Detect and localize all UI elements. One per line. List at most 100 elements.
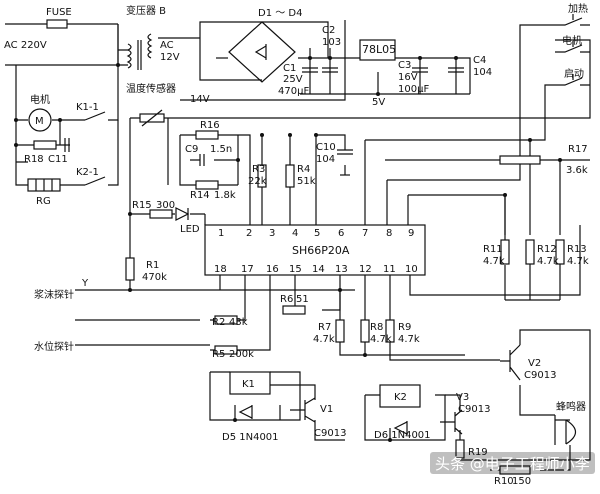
r14-label: R14: [190, 190, 210, 201]
mains-label: AC 220V: [4, 40, 47, 51]
r18-label: R18: [24, 154, 44, 165]
c2-name-label: C2: [322, 25, 335, 36]
r3-resistor: [257, 164, 267, 188]
c1-name-label: C1: [283, 63, 296, 74]
foam-probe-label: 浆沫探针: [34, 288, 74, 301]
ic-pin-top: 5: [314, 228, 320, 239]
temp-sensor-label: 温度传感器: [126, 82, 176, 95]
r4-val-label: 51k: [297, 176, 316, 187]
r12-val-label: 4.7k: [537, 256, 559, 267]
c3-val1-label: 16V: [398, 72, 418, 83]
r11-resistor: [500, 239, 510, 265]
r17-val-label: 3.6k: [566, 165, 588, 176]
r5-val-label: 200k: [229, 349, 254, 360]
r18-resistor: [33, 140, 57, 150]
r15-resistor: [149, 209, 173, 219]
v1-label: V1: [320, 404, 333, 415]
r4-label: R4: [297, 164, 310, 175]
r14-resistor: [195, 180, 219, 190]
start-switch-label: 启动: [564, 67, 584, 80]
watermark: 头条 @电子工程师小李: [430, 452, 595, 474]
v1-type-label: C9013: [314, 428, 346, 439]
v14-label: 14V: [190, 94, 210, 105]
ac-out-label-2: 12V: [160, 52, 180, 63]
d6-label: D6 1N4001: [374, 430, 431, 441]
c1-val1-label: 25V: [283, 74, 303, 85]
c9-val-label: 1.5n: [210, 144, 232, 155]
r5-label: R5: [212, 349, 225, 360]
v3-transistor: [440, 409, 463, 435]
v2-type-label: C9013: [524, 370, 556, 381]
k1-label: K1: [242, 379, 255, 390]
ic-pin-top: 8: [386, 228, 392, 239]
c11-label: C11: [48, 154, 68, 165]
bridge-rectifier-symbol: [228, 21, 296, 83]
r9-resistor: [385, 319, 395, 343]
r11-label: R11: [483, 244, 503, 255]
r2-resistor: [214, 315, 238, 325]
r13-label: R13: [567, 244, 587, 255]
r19-label: R19: [468, 447, 488, 458]
ic-pin-bottom: 16: [266, 264, 279, 275]
r16-resistor: [195, 130, 219, 140]
c9-label: C9: [185, 144, 198, 155]
regulator-label: 78L05: [362, 43, 396, 56]
r7-resistor: [335, 319, 345, 343]
motor-symbol-label: M: [35, 116, 44, 127]
c9-capacitor: [199, 154, 205, 166]
k2-1-label: K2-1: [76, 167, 99, 178]
c4-name-label: C4: [473, 55, 486, 66]
ic-pins-bottom: 18 17 16 15 14 13 12 11 10: [214, 264, 418, 275]
r3-val-label: 22k: [248, 176, 267, 187]
r15-label: R15: [132, 200, 152, 211]
k2-relay-coil: [379, 384, 421, 408]
rg-label: RG: [36, 196, 51, 207]
r1-resistor: [125, 257, 135, 281]
r3-label: R3: [252, 164, 265, 175]
r7-val-label: 4.7k: [313, 334, 335, 345]
r17-label: R17: [568, 144, 588, 155]
fuse-label: FUSE: [46, 7, 72, 18]
r2-val-label: 43k: [229, 317, 248, 328]
r4-resistor: [285, 164, 295, 188]
capacitors-power: [302, 67, 464, 73]
ic-pin-bottom: 15: [289, 264, 302, 275]
c3-name-label: C3: [398, 60, 411, 71]
ic-pin-bottom: 14: [312, 264, 325, 275]
v3-label: V3: [456, 392, 469, 403]
r16-label: R16: [200, 120, 220, 131]
r5-resistor: [214, 345, 238, 355]
d5-diode: [238, 405, 253, 419]
r13-val-label: 4.7k: [567, 256, 589, 267]
ic-pin-bottom: 12: [359, 264, 372, 275]
ic-pin-top: 2: [246, 228, 252, 239]
r15-val-label: 300: [156, 200, 175, 211]
junction-dots: [14, 56, 562, 442]
r10-label: R10: [494, 476, 514, 487]
r1-val-label: 470k: [142, 272, 167, 283]
r8-resistor: [360, 319, 370, 343]
ic-sh66p20a: [204, 224, 426, 276]
r10-resistor: [499, 465, 531, 475]
v2-label: V2: [528, 358, 541, 369]
c10-val-label: 104: [316, 154, 335, 165]
v5-label: 5V: [372, 97, 385, 108]
v1-transistor: [290, 397, 316, 423]
transformer-symbol: [126, 33, 153, 70]
ic-pin-top: 7: [362, 228, 368, 239]
y-label: Y: [81, 278, 89, 289]
v3-type-label: C9013: [458, 404, 490, 415]
r6-label: R6: [280, 294, 293, 305]
temp-sensor-arrow: [141, 109, 163, 127]
r1-label: R1: [146, 260, 159, 271]
r11-val-label: 4.7k: [483, 256, 505, 267]
ac-out-label-1: AC: [160, 40, 174, 51]
k1-relay-coil: [229, 371, 271, 395]
panel-switches: [555, 14, 590, 86]
r2-label: R2: [212, 317, 225, 328]
ic-pin-bottom: 11: [383, 264, 396, 275]
watermark-text: 头条 @电子工程师小李: [435, 455, 590, 473]
motor-label: 电机: [30, 93, 50, 106]
c11-capacitor: [64, 138, 70, 152]
